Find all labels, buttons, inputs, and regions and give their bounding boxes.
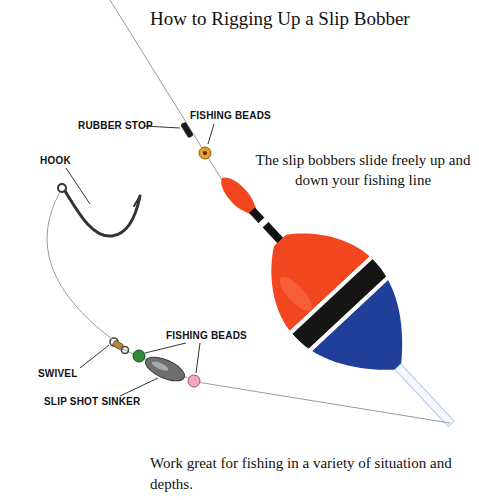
slip-shot-sinker	[142, 352, 188, 386]
part-label: SWIVEL	[38, 368, 78, 379]
fishing-line	[120, 348, 197, 382]
part-label: HOOK	[40, 155, 71, 166]
diagram-caption: Work great for fishing in a variety of s…	[150, 453, 474, 495]
part-label: FISHING BEADS	[166, 330, 247, 341]
fishing-line	[197, 382, 450, 423]
note-text: The slip bobbers slide freely up and dow…	[250, 150, 476, 190]
hook	[58, 184, 140, 236]
bead-hole	[203, 151, 207, 155]
part-label: SLIP SHOT SINKER	[44, 396, 140, 407]
leader-line	[145, 343, 186, 353]
leader-line	[66, 168, 90, 204]
part-label: FISHING BEADS	[190, 110, 271, 121]
fishing-bead	[133, 350, 145, 362]
leader-line	[80, 345, 109, 368]
swivel	[110, 338, 129, 354]
leader-line	[208, 124, 214, 144]
diagram-title: How to Rigging Up a Slip Bobber	[150, 8, 410, 30]
sinker-shine	[151, 360, 170, 373]
slip-bobber	[178, 137, 479, 465]
part-label: RUBBER STOP	[78, 120, 153, 131]
fishing-bead	[199, 147, 211, 159]
rubber-stop	[180, 122, 194, 139]
fishing-bead	[188, 375, 200, 387]
leader-line	[120, 378, 158, 396]
leader-line	[196, 343, 200, 373]
